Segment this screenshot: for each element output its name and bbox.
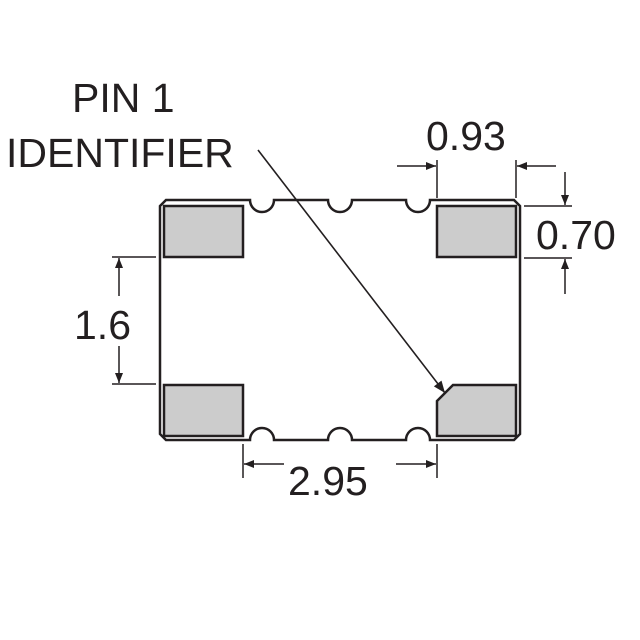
dim-label-2-95: 2.95 xyxy=(288,458,368,504)
pad-top-right xyxy=(435,204,518,259)
pad-top-left xyxy=(162,204,245,259)
pad-bottom-right-pin1 xyxy=(435,383,518,438)
pin1-label-line1: PIN 1 xyxy=(72,75,175,121)
dim-label-0-70: 0.70 xyxy=(536,212,616,258)
pin1-label-line2: IDENTIFIER xyxy=(6,130,234,176)
pin1-leader-line xyxy=(257,149,446,394)
package-outline xyxy=(158,198,522,442)
dim-label-0-93: 0.93 xyxy=(426,113,506,159)
pad-bottom-left xyxy=(162,383,245,438)
dim-label-1-6: 1.6 xyxy=(74,302,131,348)
